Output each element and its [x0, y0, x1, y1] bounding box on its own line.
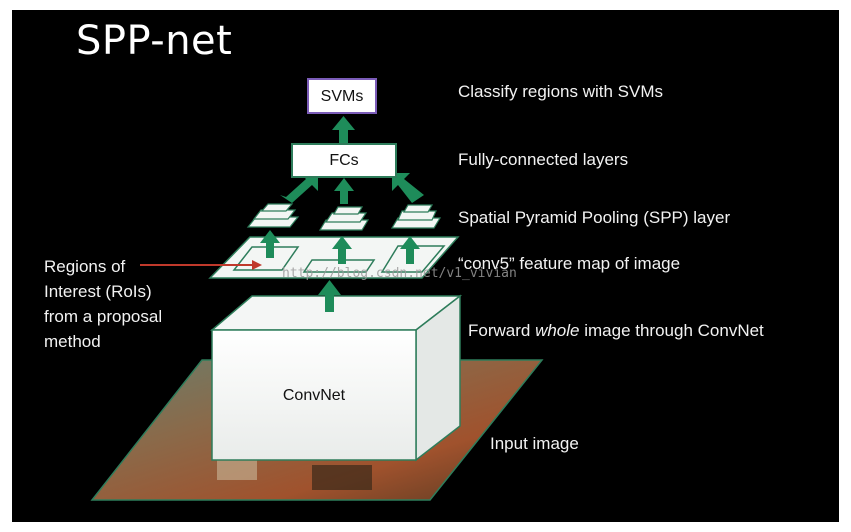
rois-line: Regions of	[44, 257, 126, 276]
label-spp: Spatial Pyramid Pooling (SPP) layer	[458, 208, 731, 227]
label-input-image: Input image	[490, 434, 579, 453]
arrow-fcs-to-svms	[332, 116, 355, 143]
input-image-horse	[312, 465, 372, 490]
svms-box	[307, 78, 377, 114]
rois-line: from a proposal	[44, 307, 163, 326]
label-forward-prefix: Forward	[468, 321, 536, 340]
label-forward: Forward whole image through ConvNet	[468, 321, 764, 341]
diagram-graphics	[90, 78, 544, 501]
fcs-box	[291, 143, 397, 178]
arrow-convnet-to-conv5	[318, 280, 341, 312]
arrows-spp-to-fcs	[280, 173, 424, 204]
rois-line: Interest (RoIs)	[44, 282, 152, 301]
svms-label: SVMs	[320, 88, 364, 105]
fcs-label: FCs	[329, 152, 359, 169]
label-forward-emphasis: whole	[535, 321, 580, 340]
roi-pointer-arrow	[140, 260, 262, 270]
rois-label: Regions of Interest (RoIs) from a propos…	[44, 254, 162, 354]
roi-box-3	[380, 245, 446, 273]
spp-pyramid-3	[390, 204, 442, 229]
spp-pyramid-1	[246, 203, 300, 228]
watermark: http://blog.csdn.net/v1_vivian	[282, 266, 517, 281]
label-fully-connected: Fully-connected layers	[458, 150, 629, 169]
slide: SPP-net SVMs FCs ConvNet Classify region…	[12, 10, 839, 522]
roi-box-1	[232, 246, 300, 271]
convnet-label: ConvNet	[282, 387, 346, 404]
label-forward-suffix: image through ConvNet	[579, 321, 764, 340]
label-classify: Classify regions with SVMs	[458, 82, 664, 101]
slide-title: SPP-net	[76, 18, 233, 64]
label-conv5: “conv5” feature map of image	[458, 254, 681, 273]
roi-box-2	[302, 259, 376, 273]
rois-line: method	[44, 332, 101, 351]
spp-pyramid-2	[318, 206, 370, 231]
convnet-cube-front	[211, 329, 417, 461]
arrows-conv5-to-spp	[260, 230, 420, 264]
